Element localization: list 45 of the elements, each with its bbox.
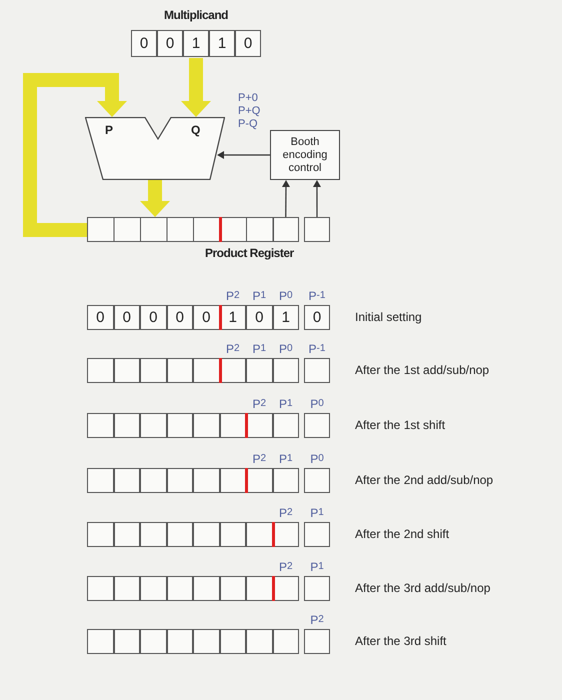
control-label: Booth encoding control [282,134,328,176]
register [87,217,292,261]
register-row [87,576,330,601]
bit-value: 0 [164,34,176,54]
register-row [87,413,330,438]
register-row [87,358,330,383]
bit-value: 0 [201,308,212,328]
arrow [312,180,321,217]
register-title: Multiplicand [163,8,229,22]
bit-value: 1 [190,34,202,54]
bit-value: 0 [174,308,185,328]
bit-value: 0 [122,308,132,328]
bit-value: 1 [280,308,291,328]
bit-value: 1 [216,34,228,54]
register-row [87,522,330,547]
input-label: Q [191,123,200,137]
arrow [217,151,270,159]
step-caption: After the 1st add/sub/nop [355,363,490,377]
step-caption: Initial setting [355,310,422,324]
arrow [282,180,290,217]
step-caption: After the 1st shift [355,418,446,432]
bit-value: 0 [254,308,264,328]
adder-unit [85,117,225,180]
bus-arrow [23,73,127,237]
input-label: P [105,123,114,137]
register-cell [272,217,299,242]
register [131,8,261,58]
register-row [87,305,330,330]
bus-arrow [140,180,170,217]
bit-value: 0 [138,34,150,54]
step-caption: After the 3rd shift [355,634,446,648]
bit-value: 0 [242,34,254,54]
register-cell [304,217,330,242]
bit-value: 0 [312,308,322,328]
register-row [87,629,330,654]
bit-value: 0 [95,308,106,328]
register-title: Product Register [205,246,294,260]
bus-arrow [181,58,212,117]
bit-value: 1 [228,308,238,328]
step-caption: After the 2nd shift [355,527,450,541]
bit-value: 0 [148,308,158,328]
step-caption: After the 2nd add/sub/nop [355,473,494,487]
control-box [270,130,340,180]
step-caption: After the 3rd add/sub/nop [355,581,490,595]
register-row [87,468,330,493]
